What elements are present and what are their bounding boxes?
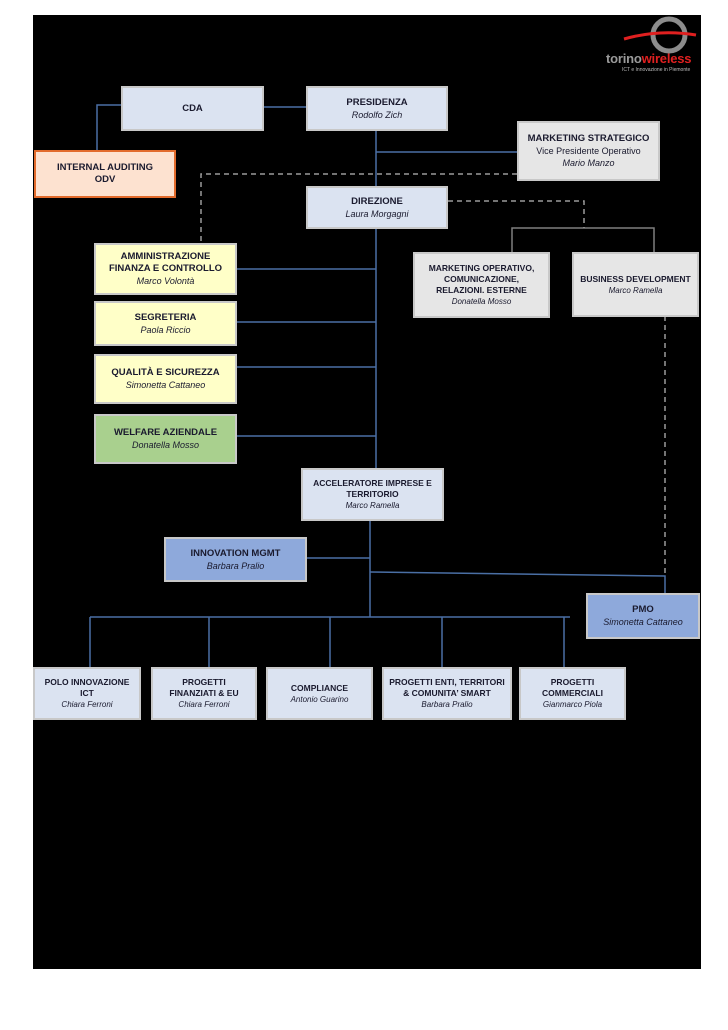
amministrazione-title-2: FINANZA E CONTROLLO <box>108 263 223 274</box>
internal-auditing-title: INTERNAL AUDITING <box>56 162 154 173</box>
polo-ict-person: Chiara Ferroni <box>61 700 113 709</box>
presidenza-title: PRESIDENZA <box>346 96 408 108</box>
compliance-box: COMPLIANCE Antonio Guarino <box>266 667 373 720</box>
qualita-person: Simonetta Cattaneo <box>125 380 206 390</box>
qualita-box: QUALITÀ E SICUREZZA Simonetta Cattaneo <box>94 354 237 404</box>
amministrazione-person: Marco Volontà <box>136 276 195 286</box>
direzione-title: DIREZIONE <box>351 195 403 207</box>
direzione-person: Laura Morgagni <box>345 208 409 219</box>
marketing-operativo-box: MARKETING OPERATIVO, COMUNICAZIONE, RELA… <box>413 252 550 318</box>
logo-ring-icon <box>623 16 697 54</box>
presidenza-box: PRESIDENZA Rodolfo Zich <box>306 86 448 131</box>
qualita-title: QUALITÀ E SICUREZZA <box>111 367 220 378</box>
marketing-strategico-person: Mario Manzo <box>562 158 615 168</box>
logo-tagline: ICT e Innovazione in Piemonte <box>622 67 691 73</box>
compliance-person: Antonio Guarino <box>290 694 349 704</box>
progetti-enti-title-1: PROGETTI ENTI, TERRITORI <box>389 677 505 687</box>
progetti-commerciali-box: PROGETTI COMMERCIALI Gianmarco Piola <box>519 667 626 720</box>
progetti-commerciali-person: Gianmarco Piola <box>542 700 603 709</box>
segreteria-person: Paola Riccio <box>140 324 191 335</box>
acceleratore-title-1: ACCELERATORE IMPRESE E <box>313 478 432 488</box>
polo-ict-title-1: POLO INNOVAZIONE <box>44 677 130 687</box>
acceleratore-box: ACCELERATORE IMPRESE E TERRITORIO Marco … <box>301 468 444 521</box>
logo-word-wireless: wireless <box>641 51 692 66</box>
logo-word-torino: torino <box>606 51 642 66</box>
progetti-finanziati-box: PROGETTI FINANZIATI & EU Chiara Ferroni <box>151 667 257 720</box>
pmo-title: PMO <box>632 604 654 615</box>
progetti-enti-person: Barbara Pralio <box>421 700 473 709</box>
internal-auditing-subtitle: ODV <box>94 174 116 185</box>
innovation-mgmt-person: Barbara Pralio <box>206 560 265 571</box>
polo-ict-box: POLO INNOVAZIONE ICT Chiara Ferroni <box>33 667 141 720</box>
pmo-person: Simonetta Cattaneo <box>603 617 683 627</box>
business-development-title: BUSINESS DEVELOPMENT <box>580 273 691 284</box>
progetti-enti-box: PROGETTI ENTI, TERRITORI & COMUNITA’ SMA… <box>382 667 512 720</box>
marketing-operativo-person: Donatella Mosso <box>451 297 512 306</box>
compliance-title: COMPLIANCE <box>290 682 349 693</box>
welfare-box: WELFARE AZIENDALE Donatella Mosso <box>94 414 237 464</box>
pmo-box: PMO Simonetta Cattaneo <box>586 593 700 639</box>
amministrazione-box: AMMINISTRAZIONE FINANZA E CONTROLLO Marc… <box>94 243 237 295</box>
business-development-person: Marco Ramella <box>608 285 663 295</box>
welfare-title: WELFARE AZIENDALE <box>113 427 218 438</box>
marketing-strategico-box: MARKETING STRATEGICO Vice Presidente Ope… <box>517 121 660 181</box>
segreteria-box: SEGRETERIA Paola Riccio <box>94 301 237 346</box>
acceleratore-person: Marco Ramella <box>345 501 400 510</box>
progetti-commerciali-title-2: COMMERCIALI <box>542 688 603 698</box>
progetti-finanziati-title-1: PROGETTI <box>182 677 226 687</box>
cda-box: CDA <box>121 86 264 131</box>
amministrazione-title-1: AMMINISTRAZIONE <box>120 251 211 262</box>
direzione-box: DIREZIONE Laura Morgagni <box>306 186 448 229</box>
acceleratore-title-2: TERRITORIO <box>346 489 399 499</box>
progetti-finanziati-title-2: FINANZIATI & EU <box>169 688 239 698</box>
progetti-finanziati-person: Chiara Ferroni <box>178 700 230 709</box>
welfare-person: Donatella Mosso <box>131 440 200 450</box>
marketing-operativo-title-1: MARKETING OPERATIVO, <box>428 263 535 273</box>
torinowireless-logo: torinowireless ICT e Innovazione in Piem… <box>604 15 700 75</box>
marketing-strategico-role: Vice Presidente Operativo <box>536 146 641 156</box>
marketing-strategico-title: MARKETING STRATEGICO <box>527 133 650 144</box>
internal-auditing-box: INTERNAL AUDITING ODV <box>34 150 176 198</box>
marketing-operativo-title-3: RELAZIONI. ESTERNE <box>436 285 527 295</box>
marketing-operativo-title-2: COMUNICAZIONE, <box>443 274 520 284</box>
innovation-mgmt-title: INNOVATION MGMT <box>190 547 281 559</box>
progetti-commerciali-title-1: PROGETTI <box>550 677 595 687</box>
presidenza-person: Rodolfo Zich <box>351 109 403 120</box>
innovation-mgmt-box: INNOVATION MGMT Barbara Pralio <box>164 537 307 582</box>
business-development-box: BUSINESS DEVELOPMENT Marco Ramella <box>572 252 699 317</box>
polo-ict-title-2: ICT <box>80 688 94 698</box>
progetti-enti-title-2: & COMUNITA’ SMART <box>403 688 491 698</box>
cda-title: CDA <box>182 102 203 114</box>
segreteria-title: SEGRETERIA <box>134 311 197 323</box>
